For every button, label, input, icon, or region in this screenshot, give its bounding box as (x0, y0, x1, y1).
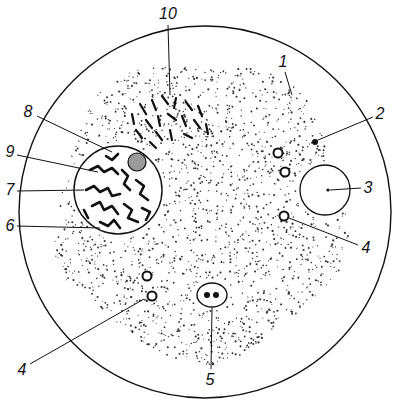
vacuole-dot (326, 188, 329, 191)
callout-number: 4 (361, 239, 372, 257)
callout-number: 1 (278, 53, 289, 71)
cytoplasm-stipple (55, 67, 350, 365)
callout-number: 4 (17, 361, 28, 379)
callout-number: 3 (363, 179, 374, 197)
rod-organelles (132, 96, 208, 148)
nucleus-outline (74, 146, 162, 234)
callout-number: 7 (5, 181, 16, 199)
cell-membrane (19, 26, 391, 398)
callout-number: 6 (5, 217, 16, 235)
callout-number: 10 (158, 5, 178, 23)
inclusion-dot (204, 292, 210, 298)
vacuole (300, 165, 350, 215)
callout-number: 2 (375, 105, 386, 123)
ring-granules (143, 149, 290, 301)
leader-lines (17, 25, 373, 369)
nucleolus (128, 153, 146, 171)
callout-number: 9 (5, 143, 16, 161)
callout-number: 8 (23, 103, 34, 121)
callout-number: 5 (205, 371, 216, 389)
inclusion-body (197, 283, 227, 307)
inclusion-dot (213, 292, 219, 298)
granule (312, 139, 318, 145)
chromatin (84, 154, 150, 228)
